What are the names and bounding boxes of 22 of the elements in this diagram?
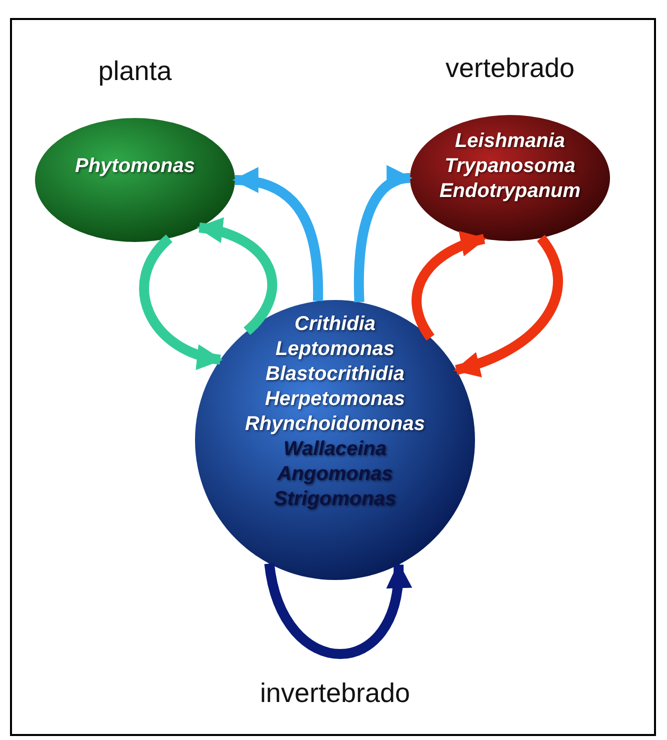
genus-name: Endotrypanum [439, 179, 581, 204]
host-label: invertebrado [258, 678, 412, 709]
genus-name: Phytomonas [74, 154, 196, 179]
genus-name: Wallaceina [283, 437, 387, 462]
curved-arrow [139, 234, 223, 368]
host-label: planta [97, 56, 173, 87]
genus-name: Leptomonas [276, 337, 394, 362]
genus-name: Strigomonas [274, 487, 396, 512]
curved-arrow [412, 232, 487, 340]
genus-name: Leishmania [454, 129, 566, 154]
genus-name: Blastocrithidia [266, 362, 404, 387]
curved-arrow [196, 218, 278, 335]
genus-name: Angomonas [277, 462, 393, 487]
curved-arrow [354, 168, 413, 302]
host-label: vertebrado [444, 53, 576, 84]
curved-arrow [454, 235, 563, 376]
genus-name: Trypanosoma [444, 154, 576, 179]
curved-arrow [264, 562, 410, 659]
curved-arrow [232, 168, 323, 302]
genus-name: Rhynchoidomonas [244, 412, 425, 437]
genus-name: Herpetomonas [264, 387, 406, 412]
genus-name: Crithidia [294, 312, 376, 337]
